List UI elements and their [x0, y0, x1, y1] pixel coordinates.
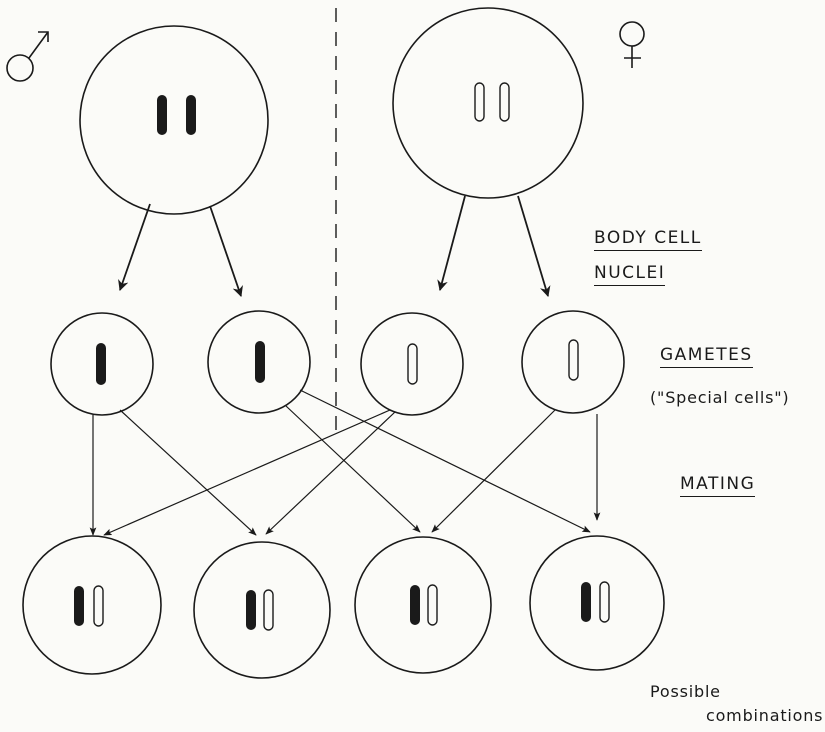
chromosome-dark	[74, 586, 84, 626]
chromosome-dark	[186, 95, 196, 135]
arrow-mating	[299, 389, 591, 533]
arrow-female-to-gamete-2	[517, 195, 551, 298]
special-cells-label: ("Special cells")	[650, 388, 790, 407]
chromosome-light	[93, 585, 104, 627]
offspring-cell-3	[354, 536, 492, 674]
chromosome-light	[474, 82, 485, 122]
possible-label: Possible	[650, 682, 721, 701]
arrow-mating	[265, 411, 396, 535]
arrow-mating	[103, 409, 391, 536]
chromosome-light	[407, 343, 418, 385]
chromosome-light	[599, 581, 610, 623]
chromosome-dark	[96, 343, 106, 385]
female-gamete-2	[521, 310, 625, 414]
arrow-mating	[285, 405, 421, 533]
male-symbol-icon	[6, 31, 49, 82]
chromosome-dark	[246, 590, 256, 630]
arrow-male-to-gamete-1	[118, 203, 151, 292]
combinations-label: combinations	[706, 706, 824, 725]
chromosome-light	[568, 339, 579, 381]
female-gamete-1	[360, 312, 464, 416]
male-gamete-1	[50, 312, 154, 416]
offspring-cell-2	[193, 541, 331, 679]
arrow-mating	[119, 409, 257, 536]
offspring-cell-4	[529, 535, 665, 671]
female-symbol-icon	[619, 21, 645, 68]
arrow-mating	[431, 409, 556, 533]
arrow-female-to-gamete-1	[437, 195, 466, 292]
chromosome-dark	[410, 585, 420, 625]
nuclei-label: NUCLEI	[594, 263, 666, 286]
chromosome-dark	[157, 95, 167, 135]
body-cell-label: BODY CELL	[594, 228, 702, 251]
chromosome-dark	[581, 582, 591, 622]
chromosome-light	[263, 589, 274, 631]
chromosome-light	[427, 584, 438, 626]
offspring-cell-1	[22, 535, 162, 675]
female-body-cell	[392, 7, 584, 199]
mating-label: MATING	[680, 474, 756, 497]
male-gamete-2	[207, 310, 311, 414]
male-body-cell	[79, 25, 269, 215]
chromosome-dark	[255, 341, 265, 383]
arrow-male-to-gamete-2	[209, 205, 243, 298]
chromosome-light	[499, 82, 510, 122]
gametes-label: GAMETES	[660, 345, 753, 368]
